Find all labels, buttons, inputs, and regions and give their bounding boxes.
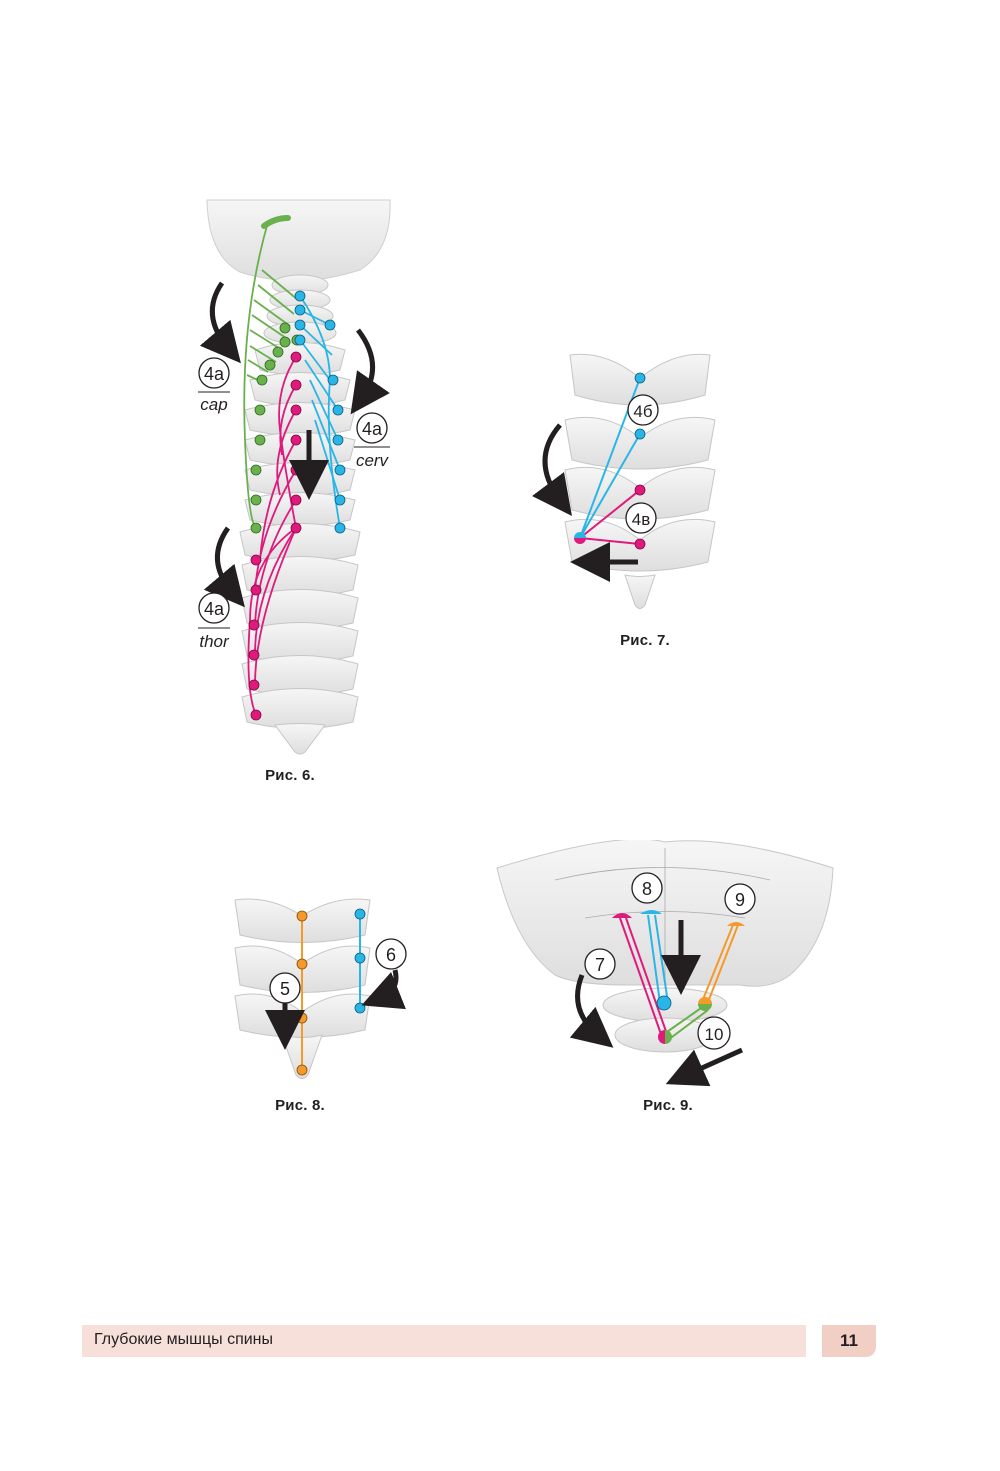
arrow-left-9	[665, 1047, 744, 1087]
svg-text:8: 8	[642, 879, 652, 899]
svg-text:4б: 4б	[633, 402, 652, 421]
figure-8-caption: Рис. 8.	[275, 1097, 325, 1114]
label-6: 6	[375, 938, 407, 970]
svg-text:5: 5	[280, 979, 290, 999]
label-4v: 4в	[625, 502, 657, 534]
label-5: 5	[269, 972, 301, 1004]
skull-base	[206, 199, 391, 281]
figure-9-skull-atlas-axis: 8 9 7 10	[496, 840, 834, 1087]
page-number-box	[822, 1325, 876, 1357]
label-9: 9	[724, 883, 756, 915]
svg-text:4a: 4a	[204, 599, 225, 619]
label-4a-thor: 4a thor	[198, 592, 230, 651]
label-4b: 4б	[627, 394, 659, 426]
dots-9	[612, 910, 745, 1044]
svg-text:thor: thor	[199, 632, 230, 651]
svg-text:4a: 4a	[362, 419, 383, 439]
magenta-dots	[248, 351, 302, 721]
page-number: 11	[840, 1331, 858, 1350]
arrow-cap	[199, 281, 241, 364]
green-dots	[250, 322, 303, 534]
arrow-cerv	[350, 328, 390, 415]
label-10: 10	[697, 1016, 731, 1050]
figure-8-vertebrae: 5 6	[234, 898, 407, 1079]
blue-muscle-cerv	[299, 295, 341, 529]
svg-text:cap: cap	[200, 395, 227, 414]
figure-7-caption: Рис. 7.	[620, 632, 670, 649]
label-8: 8	[631, 872, 663, 904]
footer-title: Глубокие мышцы спины	[94, 1331, 274, 1348]
dots-7	[574, 372, 646, 550]
svg-text:cerv: cerv	[356, 451, 390, 470]
svg-text:4a: 4a	[204, 364, 225, 384]
footer-band	[82, 1325, 806, 1357]
arrow-thor	[203, 526, 245, 608]
thoracic-vertebrae	[239, 523, 361, 755]
svg-text:10: 10	[705, 1025, 724, 1044]
arrow-rotate-9	[569, 974, 614, 1048]
figure-6-cervical-spine: 4a cap 4a cerv 4a thor	[198, 199, 391, 755]
svg-text:9: 9	[735, 890, 745, 910]
svg-text:6: 6	[386, 945, 396, 965]
label-4a-cap: 4a cap	[198, 357, 230, 414]
magenta-muscle-thor	[247, 356, 297, 716]
arrow-rotate-8	[361, 969, 407, 1010]
arrow-rotate-7	[532, 423, 572, 517]
figure-9-caption: Рис. 9.	[643, 1097, 693, 1114]
green-insertion	[261, 215, 291, 229]
svg-text:4в: 4в	[632, 510, 651, 529]
vertebrae-stack-7	[564, 353, 716, 609]
blue-dots	[294, 290, 346, 534]
figure-7-vertebrae: 4б 4в	[532, 353, 716, 609]
figure-6-caption: Рис. 6.	[265, 767, 315, 784]
svg-text:7: 7	[595, 955, 605, 975]
label-4a-cerv: 4a cerv	[354, 412, 390, 470]
label-7: 7	[584, 948, 616, 980]
green-muscle-cap	[243, 221, 299, 529]
